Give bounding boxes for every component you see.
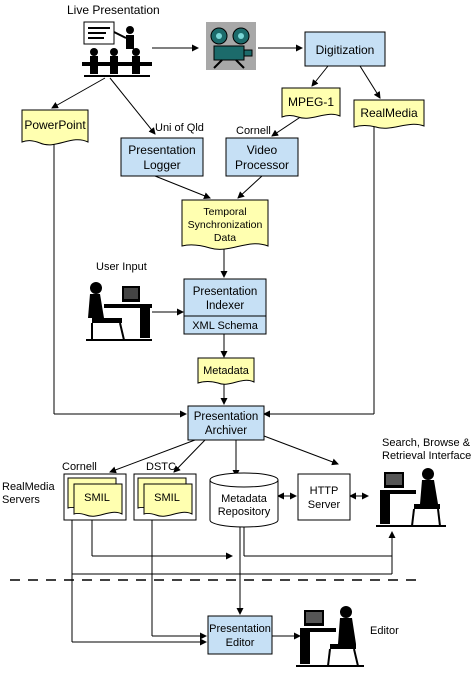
presentation-logger-label-line2: Logger bbox=[143, 158, 180, 172]
video-processor-label-line1: Video bbox=[247, 143, 278, 157]
http-label-line2: Server bbox=[308, 499, 341, 511]
digitization-box: Digitization bbox=[304, 31, 386, 67]
powerpoint-document: PowerPoint bbox=[21, 109, 89, 146]
powerpoint-label: PowerPoint bbox=[24, 118, 86, 132]
editor-label: Editor bbox=[370, 625, 399, 637]
presentation-logger-label-line1: Presentation bbox=[128, 143, 195, 157]
metadata-label: Metadata bbox=[203, 365, 250, 377]
indexer-label-line1: Presentation bbox=[193, 286, 258, 298]
editor-box-label-line2: Editor bbox=[226, 637, 255, 649]
mpeg1-document: MPEG-1 bbox=[281, 87, 341, 119]
search-interface-illustration bbox=[376, 468, 446, 527]
realmedia-servers-label-line2: Servers bbox=[2, 494, 40, 506]
realmedia-servers-label-line1: RealMedia bbox=[2, 481, 55, 493]
mpeg1-label: MPEG-1 bbox=[288, 95, 334, 109]
presentation-indexer-box: Presentation Indexer XML Schema bbox=[183, 278, 267, 335]
editor-illustration bbox=[296, 606, 364, 667]
http-label-line1: HTTP bbox=[310, 485, 339, 497]
connectors bbox=[10, 44, 424, 646]
live-presentation-illustration bbox=[82, 21, 152, 77]
repository-label-line1: Metadata bbox=[221, 493, 268, 505]
xml-schema-label: XML Schema bbox=[192, 320, 259, 332]
realmedia-document: RealMedia bbox=[353, 99, 425, 129]
live-presentation-label: Live Presentation bbox=[67, 3, 160, 17]
archiver-label-line2: Archiver bbox=[205, 425, 247, 437]
metadata-document: Metadata bbox=[197, 357, 255, 385]
indexer-label-line2: Indexer bbox=[206, 300, 245, 312]
video-processor-box: Video Processor bbox=[225, 137, 299, 177]
repository-label-line2: Repository bbox=[218, 506, 271, 518]
search-label-line1: Search, Browse & bbox=[382, 437, 471, 449]
metadata-repository-cylinder: Metadata Repository bbox=[209, 472, 279, 528]
cornell-top-label: Cornell bbox=[236, 125, 271, 137]
temporal-label-line1: Temporal bbox=[203, 206, 246, 218]
temporal-label-line3: Data bbox=[214, 232, 236, 244]
cornell-server-group: SMIL bbox=[63, 473, 127, 521]
editor-box-label-line1: Presentation bbox=[209, 623, 271, 635]
presentation-editor-box: Presentation Editor bbox=[207, 615, 273, 655]
dstc-server-group: SMIL bbox=[133, 473, 197, 521]
smil-label-cornell: SMIL bbox=[84, 492, 110, 504]
realmedia-label: RealMedia bbox=[360, 106, 418, 120]
presentation-archiver-box: Presentation Archiver bbox=[187, 405, 265, 441]
temporal-sync-document: Temporal Synchronization Data bbox=[181, 199, 269, 250]
archiver-label-line1: Presentation bbox=[194, 411, 259, 423]
http-server-box: HTTP Server bbox=[297, 473, 351, 521]
search-label-line2: Retrieval Interface bbox=[382, 450, 471, 462]
uni-of-qld-label: Uni of Qld bbox=[155, 122, 204, 134]
user-input-illustration bbox=[86, 282, 152, 341]
digitization-label: Digitization bbox=[316, 43, 375, 57]
cornell-bottom-label: Cornell bbox=[62, 461, 97, 473]
dstc-label: DSTC bbox=[146, 461, 176, 473]
projector-icon bbox=[206, 22, 256, 70]
smil-label-dstc: SMIL bbox=[154, 492, 180, 504]
video-processor-label-line2: Processor bbox=[235, 158, 289, 172]
user-input-label: User Input bbox=[96, 261, 147, 273]
presentation-logger-box: Presentation Logger bbox=[120, 137, 204, 177]
temporal-label-line2: Synchronization bbox=[188, 219, 263, 231]
